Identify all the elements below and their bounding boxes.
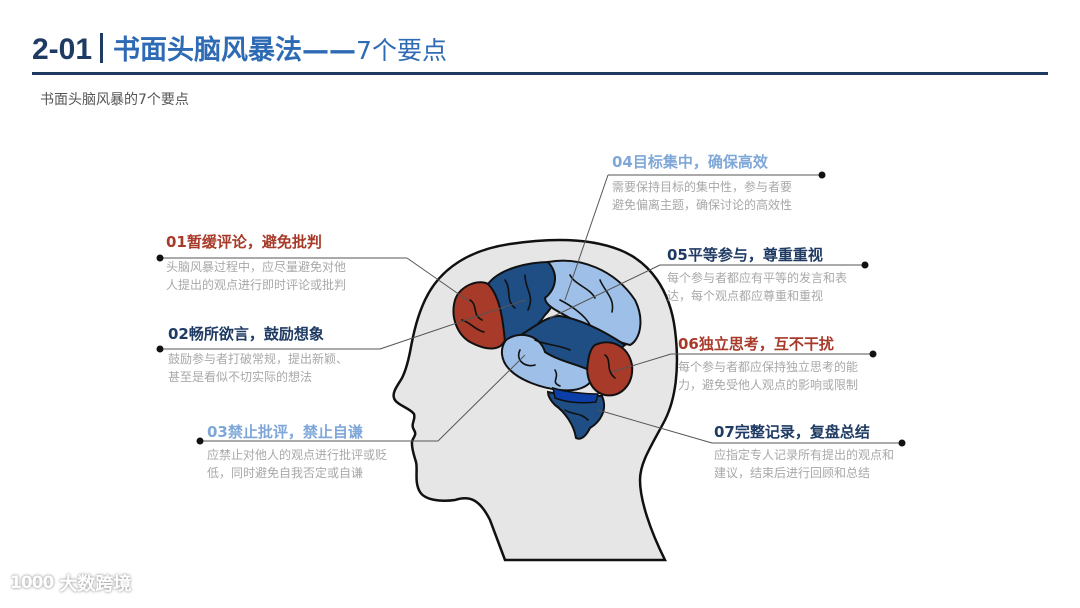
title-rule [32,72,1048,75]
callout-dot-07 [898,439,906,447]
callout-06-desc-line1: 每个参与者都应保持独立思考的能 [678,360,859,374]
callout-03-desc-line1: 应禁止对他人的观点进行批评或贬 [207,448,388,462]
callout-04-desc: 需要保持目标的集中性，参与者要 避免偏离主题，确保讨论的高效性 [612,178,792,214]
callout-05-heading: 05平等参与，尊重重视 [667,246,823,264]
callout-dot-01 [156,254,164,262]
callout-04: 04目标集中，确保高效 需要保持目标的集中性，参与者要 避免偏离主题，确保讨论的… [612,151,792,214]
callout-02-heading: 02畅所欲言，鼓励想象 [168,325,324,343]
callout-01-desc-line1: 头脑风暴过程中，应尽量避免对他 [166,260,347,274]
logo-mark-icon: 1000 [10,573,54,593]
callout-01: 01暂缓评论，避免批判 头脑风暴过程中，应尽量避免对他 人提出的观点进行即时评论… [166,231,346,294]
callout-07-heading: 07完整记录，复盘总结 [714,423,870,441]
callout-04-heading: 04目标集中，确保高效 [612,153,768,171]
page-subtitle: 书面头脑风暴的7个要点 [40,92,189,108]
callout-dot-03 [196,437,204,445]
callout-03-heading: 03禁止批评，禁止自谦 [207,423,363,441]
callout-05-desc-line2: 达，每个观点都应尊重和重视 [667,289,824,303]
callout-01-desc: 头脑风暴过程中，应尽量避免对他 人提出的观点进行即时评论或批判 [166,258,346,294]
title-sub: 7个要点 [356,36,447,65]
callout-03-desc: 应禁止对他人的观点进行批评或贬 低，同时避免自我否定或自谦 [207,446,387,482]
callout-06-desc: 每个参与者都应保持独立思考的能 力，避免受他人观点的影响或限制 [678,358,858,394]
callout-05-desc-line1: 每个参与者都应有平等的发言和表 [667,271,848,285]
callout-06-heading: 06独立思考，互不干扰 [678,335,834,353]
callout-03: 03禁止批评，禁止自谦 应禁止对他人的观点进行批评或贬 低，同时避免自我否定或自… [207,421,387,482]
callout-06-desc-line2: 力，避免受他人观点的影响或限制 [678,378,859,392]
callout-05: 05平等参与，尊重重视 每个参与者都应有平等的发言和表 达，每个观点都应尊重和重… [667,244,847,305]
logo-name: 大数跨境 [59,574,132,595]
callout-07-desc: 应指定专人记录所有提出的观点和 建议，结束后进行回顾和总结 [714,446,894,482]
callout-05-desc: 每个参与者都应有平等的发言和表 达，每个观点都应尊重和重视 [667,269,847,305]
page-title: 2-01 书面头脑风暴法—— 7个要点 [32,28,447,70]
callout-02-desc-line1: 鼓励参与者打破常规，提出新颖、 [168,352,349,366]
callout-01-heading: 01暂缓评论，避免批判 [166,233,322,251]
section-number: 2-01 [32,33,93,66]
callout-02-desc-line2: 甚至是看似不切实际的想法 [168,370,313,384]
callout-04-desc-line2: 避免偏离主题，确保讨论的高效性 [612,198,793,212]
watermark-logo: 1000 大数跨境 [10,570,131,596]
callout-dot-04 [818,171,826,179]
title-main: 书面头脑风暴法—— [113,35,357,66]
callout-04-desc-line1: 需要保持目标的集中性，参与者要 [612,180,793,194]
callout-dot-05 [861,261,869,269]
title-divider [100,33,104,63]
callout-dot-06 [869,350,877,358]
callout-07-desc-line1: 应指定专人记录所有提出的观点和 [714,448,895,462]
callout-06: 06独立思考，互不干扰 每个参与者都应保持独立思考的能 力，避免受他人观点的影响… [678,333,858,394]
callout-07-desc-line2: 建议，结束后进行回顾和总结 [714,466,871,480]
callout-dot-02 [156,345,164,353]
brain-stem-accent [552,386,599,404]
callout-02: 02畅所欲言，鼓励想象 鼓励参与者打破常规，提出新颖、 甚至是看似不切实际的想法 [168,323,348,386]
callout-03-desc-line2: 低，同时避免自我否定或自谦 [207,466,364,480]
callout-07: 07完整记录，复盘总结 应指定专人记录所有提出的观点和 建议，结束后进行回顾和总… [714,421,894,482]
callout-02-desc: 鼓励参与者打破常规，提出新颖、 甚至是看似不切实际的想法 [168,350,348,386]
callout-01-desc-line2: 人提出的观点进行即时评论或批判 [166,278,347,292]
brain-light-temporal [500,333,594,392]
